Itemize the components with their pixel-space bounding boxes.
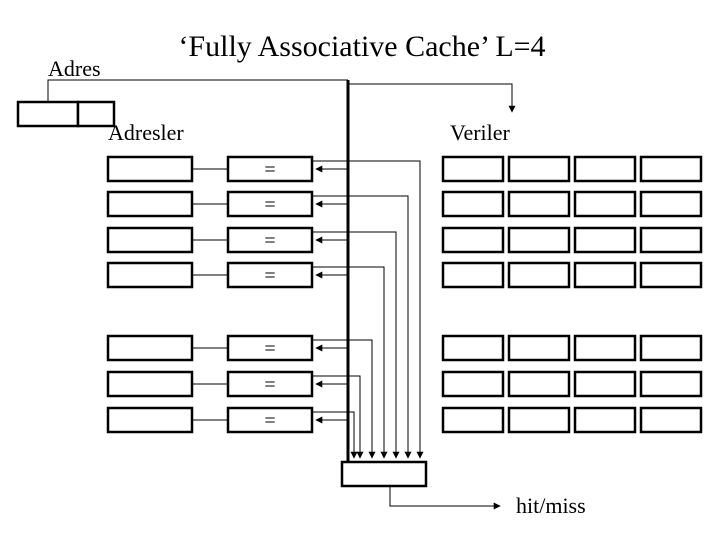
data-word	[507, 190, 571, 218]
data-word	[639, 190, 703, 218]
comparator-symbol: =	[264, 230, 275, 252]
comparator-box	[226, 406, 314, 434]
data-word	[507, 334, 571, 362]
match-feed-wire	[312, 339, 376, 459]
data-word	[441, 190, 505, 218]
data-word	[573, 334, 637, 362]
data-word	[573, 370, 637, 398]
data-word	[573, 406, 637, 434]
tag-entry	[106, 155, 194, 183]
tag-entry	[106, 261, 194, 289]
data-label: Veriler	[450, 120, 511, 145]
match-feed-wire	[312, 160, 424, 459]
data-word	[639, 406, 703, 434]
data-word	[639, 261, 703, 289]
comparator-box	[226, 370, 314, 398]
hit-miss-label: hit/miss	[516, 493, 586, 518]
data-word	[507, 370, 571, 398]
tag-entry	[106, 190, 194, 218]
comparator-symbol: =	[264, 159, 275, 181]
tag-entry	[106, 370, 194, 398]
match-feed-wire	[312, 231, 400, 459]
address-to-bus-wire	[47, 79, 348, 102]
tags-label: Adresler	[108, 120, 184, 145]
data-word	[573, 190, 637, 218]
address-tag-field	[16, 100, 80, 128]
match-feed-wire	[312, 375, 364, 459]
data-word	[507, 406, 571, 434]
address-label: Adres	[48, 56, 101, 81]
data-word	[573, 155, 637, 183]
data-word	[441, 406, 505, 434]
data-word	[507, 261, 571, 289]
comparator-symbol: =	[264, 194, 275, 216]
match-feed-wire	[312, 266, 388, 459]
data-word	[507, 226, 571, 254]
match-feed-wire	[312, 195, 412, 459]
diagram-title: ‘Fully Associative Cache’ L=4	[178, 30, 545, 63]
address-to-data-arrow	[348, 83, 516, 113]
hit-logic-box	[340, 460, 428, 488]
data-word	[639, 334, 703, 362]
data-word	[441, 226, 505, 254]
hit-output-arrow	[389, 486, 501, 510]
data-word	[441, 334, 505, 362]
data-word	[507, 155, 571, 183]
data-word	[573, 226, 637, 254]
tag-entry	[106, 334, 194, 362]
comparator-symbol: =	[264, 374, 275, 396]
comparator-symbol: =	[264, 265, 275, 287]
comparator-box	[226, 226, 314, 254]
data-word	[441, 155, 505, 183]
address-offset-field	[76, 100, 116, 128]
tag-entry	[106, 226, 194, 254]
match-feed-wire	[312, 411, 358, 459]
tag-entry	[106, 406, 194, 434]
data-word	[573, 261, 637, 289]
address-register	[16, 79, 348, 128]
data-word	[441, 261, 505, 289]
comparator-symbol: =	[264, 338, 275, 360]
data-word	[441, 370, 505, 398]
comparator-symbol: =	[264, 410, 275, 432]
data-word	[639, 155, 703, 183]
cache-rows: = = = = = = =	[106, 155, 703, 459]
data-word	[639, 226, 703, 254]
data-word	[639, 370, 703, 398]
